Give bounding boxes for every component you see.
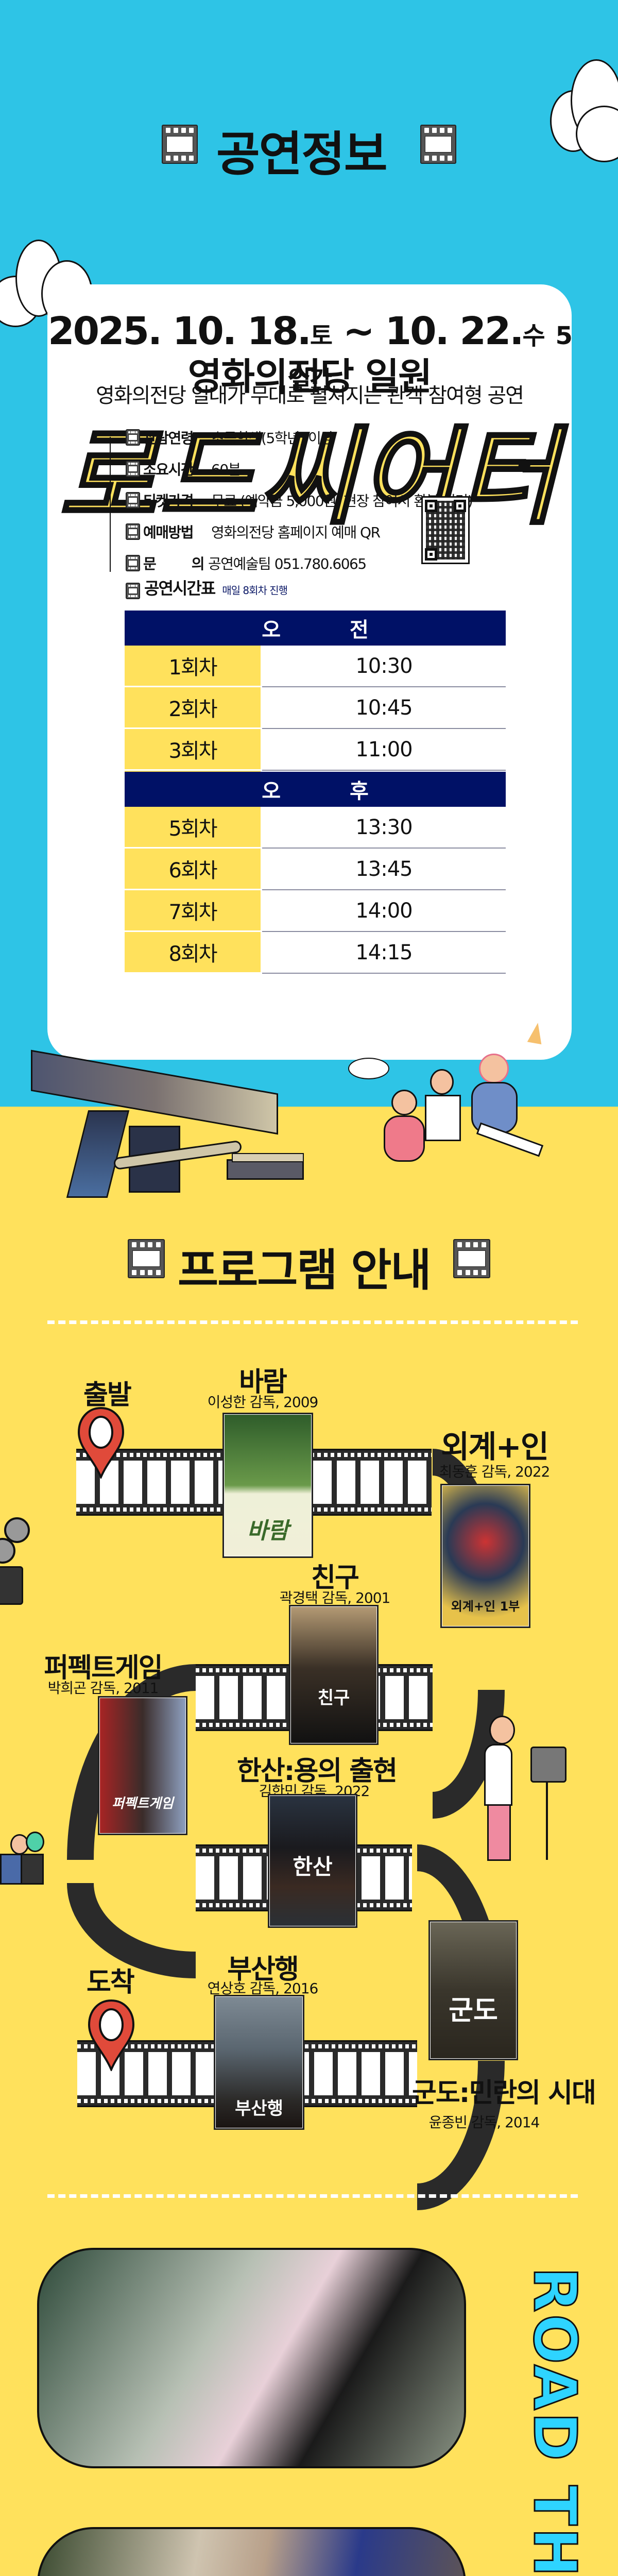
movie-poster-hansan[interactable]: 한산 bbox=[268, 1794, 357, 1928]
waving-kids-illustration bbox=[0, 1824, 57, 1942]
date-separator: ~ bbox=[342, 309, 375, 353]
film-frame-icon bbox=[126, 429, 140, 446]
info-row-age: 관람연령 초등학생(5학년) 이상 bbox=[126, 421, 472, 453]
info-row-contact: 문 의 공연예술팀 051.780.6065 bbox=[126, 547, 472, 579]
event-title: 로드씨어터 bbox=[58, 416, 560, 539]
movie-poster-wind[interactable]: 바람 bbox=[222, 1413, 313, 1558]
section-divider bbox=[47, 2194, 578, 2198]
movie-title: 한산:용의 출현 bbox=[237, 1756, 398, 1787]
film-frame-icon bbox=[126, 583, 140, 599]
movie-title: 퍼펙트게임 bbox=[44, 1653, 163, 1684]
cloud-icon bbox=[550, 59, 618, 183]
info-value: 초등학생(5학년) 이상 bbox=[211, 429, 334, 447]
info-row-price: 티켓가격 무료 (예약금 5,000원, 현장 참여시 환불 처리) bbox=[126, 484, 473, 516]
film-frame-icon bbox=[126, 460, 140, 477]
flag-icon bbox=[527, 1021, 545, 1045]
film-projector-icon bbox=[0, 1517, 41, 1610]
info-value[interactable]: 공연예술팀 051.780.6065 bbox=[208, 555, 367, 572]
gallery-photo-1[interactable] bbox=[37, 2248, 466, 2468]
schedule-dates: 2025. 10. 18.토 ~ 10. 22.수 5일간 bbox=[47, 309, 573, 398]
start-label: 출발 bbox=[83, 1380, 132, 1411]
movie-title: 군도:민란의 시대 bbox=[412, 2078, 596, 2109]
section-heading-info: 공연정보 bbox=[216, 127, 388, 182]
table-header-afternoon: 오 후 bbox=[125, 772, 506, 807]
movie-credit: 연상호 감독, 2016 bbox=[207, 1980, 319, 1997]
info-divider-line bbox=[110, 437, 111, 572]
section-divider bbox=[47, 1320, 578, 1324]
movie-poster-perfect-game[interactable]: 퍼펙트게임 bbox=[98, 1696, 187, 1835]
qr-code-icon[interactable] bbox=[421, 496, 470, 564]
schedule-note: 매일 8회차 진행 bbox=[222, 584, 288, 597]
table-header-morning: 오 전 bbox=[125, 611, 506, 646]
movie-poster-train-to-busan[interactable]: 부산행 bbox=[214, 1995, 304, 2130]
movie-credit: 곽경택 감독, 2001 bbox=[279, 1589, 391, 1606]
movie-title: 바람 bbox=[239, 1367, 287, 1398]
schedule-heading: 공연시간표 매일 8회차 진행 bbox=[126, 575, 288, 599]
section-heading-program: 프로그램 안내 bbox=[178, 1245, 432, 1296]
start-day: 토 bbox=[310, 321, 333, 350]
event-subtitle: 영화의전당 일대가 무대로 펼쳐지는 관객 참여형 공연 bbox=[96, 384, 524, 408]
end-label: 도착 bbox=[87, 1967, 135, 1998]
movie-title: 부산행 bbox=[227, 1954, 299, 1985]
event-venue: 영화의전당 일원 bbox=[187, 355, 433, 398]
info-value: 60분 bbox=[211, 461, 241, 478]
film-frame-icon bbox=[162, 125, 198, 164]
info-list: 관람연령 초등학생(5학년) 이상 소요시간 60분 티켓가격 무료 (예약금 … bbox=[126, 421, 473, 579]
movie-credit: 윤종빈 감독, 2014 bbox=[428, 2114, 540, 2131]
movie-credit: 최동훈 감독, 2022 bbox=[439, 1463, 551, 1480]
movie-poster-friend[interactable]: 친구 bbox=[289, 1605, 379, 1745]
location-pin-icon bbox=[77, 1406, 125, 1480]
film-frame-icon bbox=[126, 554, 140, 571]
camera-operator-illustration bbox=[484, 1716, 608, 1870]
film-frame-icon bbox=[420, 125, 456, 164]
film-frame-icon bbox=[126, 492, 140, 509]
film-frame-icon bbox=[128, 1239, 165, 1278]
film-frame-icon bbox=[126, 523, 140, 540]
info-row-duration: 소요시간 60분 bbox=[126, 453, 472, 484]
end-date: 10. 22. bbox=[385, 309, 524, 353]
gallery-photo-2[interactable] bbox=[37, 2527, 466, 2576]
movie-poster-alienoid[interactable]: 외계+인 1부 bbox=[440, 1484, 530, 1628]
road-theater-vertical-text: ROAD THEATER bbox=[520, 2266, 590, 2576]
end-day: 수 bbox=[522, 321, 545, 350]
cinema-building-illustration bbox=[10, 1041, 350, 1198]
movie-title: 친구 bbox=[311, 1563, 359, 1594]
movie-poster-kundo[interactable]: 군도 bbox=[428, 1920, 518, 2060]
info-value[interactable]: 영화의전당 홈페이지 예매 QR bbox=[211, 523, 381, 541]
schedule-title: 공연시간표 bbox=[144, 579, 216, 598]
movie-credit: 이성한 감독, 2009 bbox=[207, 1394, 319, 1411]
info-row-booking: 예매방법 영화의전당 홈페이지 예매 QR bbox=[126, 516, 472, 547]
running-people-illustration bbox=[345, 1012, 572, 1182]
location-pin-icon bbox=[88, 1999, 135, 2073]
duration: 5일간 bbox=[288, 321, 573, 395]
film-frame-icon bbox=[453, 1239, 490, 1278]
movie-credit: 박희곤 감독, 2011 bbox=[47, 1680, 159, 1697]
movie-title: 외계+인 bbox=[441, 1429, 549, 1465]
start-date: 2025. 10. 18. bbox=[48, 309, 312, 353]
